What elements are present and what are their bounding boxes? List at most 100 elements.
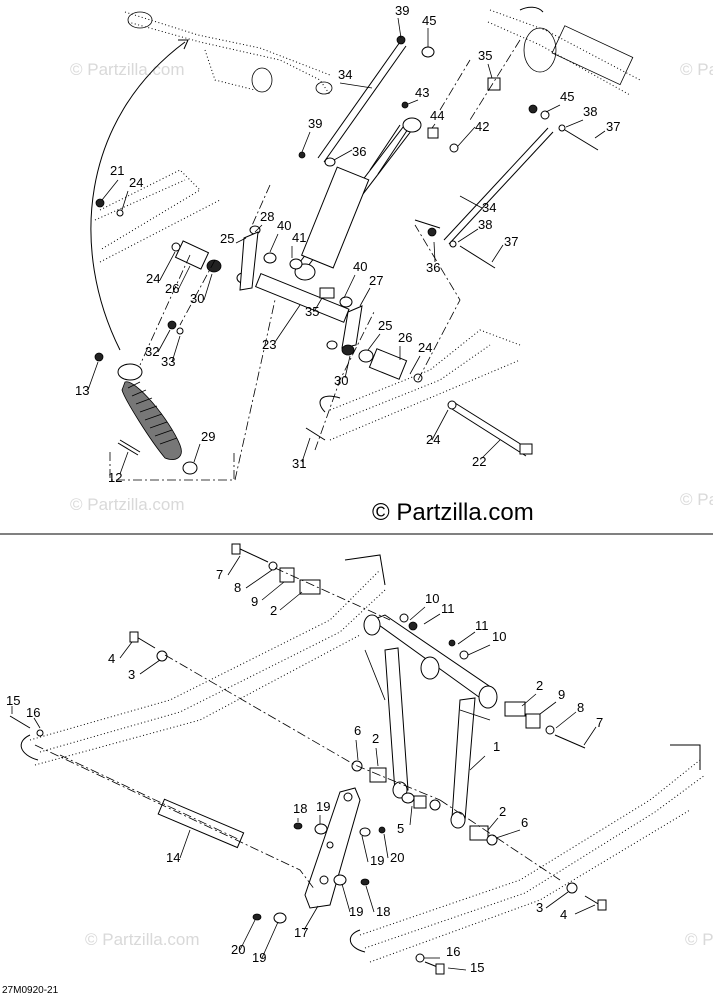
callout-leader-line xyxy=(583,726,597,746)
callout-leader-line xyxy=(261,921,279,959)
callout-leader-line xyxy=(245,569,273,589)
watermarks: © Partzilla.com © Partzilla.com © Partzi… xyxy=(70,60,713,949)
top-callout-43: 43 xyxy=(415,85,429,100)
callout-leader-line xyxy=(594,130,606,139)
bottom-callout-16: 16 xyxy=(26,705,40,720)
callout-leader-line xyxy=(365,885,375,913)
top-callout-29: 29 xyxy=(201,429,215,444)
callout-leader-line xyxy=(179,829,191,859)
top-callout-36: 36 xyxy=(426,260,440,275)
front-arm xyxy=(363,614,498,829)
callout-leader-line xyxy=(431,409,449,441)
top-callout-26: 26 xyxy=(165,281,179,296)
top-callout-35: 35 xyxy=(478,48,492,63)
top-callout-42: 42 xyxy=(475,119,489,134)
callout-leader-line xyxy=(447,967,467,971)
copyright-label: © Partzilla.com xyxy=(372,499,534,526)
bottom-callout-5: 5 xyxy=(397,821,404,836)
bottom-callout-9: 9 xyxy=(558,687,565,702)
top-callout-39: 39 xyxy=(308,116,322,131)
top-callout-33: 33 xyxy=(161,354,175,369)
top-callout-24: 24 xyxy=(426,432,440,447)
bottom-callout-14: 14 xyxy=(166,850,180,865)
top-callout-25: 25 xyxy=(220,231,234,246)
callout-leader-line xyxy=(467,644,491,656)
bottom-callout-17: 17 xyxy=(294,925,308,940)
bottom-callout-6: 6 xyxy=(521,815,528,830)
top-callout-12: 12 xyxy=(108,470,122,485)
callout-leader-line xyxy=(33,717,41,729)
bottom-callout-3: 3 xyxy=(536,900,543,915)
callout-leader-line xyxy=(491,244,504,263)
watermark: © Partzilla.com xyxy=(85,930,200,949)
callout-leader-line xyxy=(333,149,353,161)
callout-leader-line xyxy=(487,817,499,831)
callout-leader-line xyxy=(171,335,181,363)
bottom-callout-9: 9 xyxy=(251,594,258,609)
callout-leader-line xyxy=(203,273,213,301)
callout-leader-line xyxy=(539,701,557,715)
callout-leader-line xyxy=(301,131,311,153)
top-callout-24: 24 xyxy=(418,340,432,355)
callout-leader-line xyxy=(254,224,263,233)
top-callout-45: 45 xyxy=(560,89,574,104)
top-callout-35: 35 xyxy=(305,304,319,319)
callout-leader-line xyxy=(101,179,119,201)
top-callout-34: 34 xyxy=(338,67,352,82)
top-callout-26: 26 xyxy=(398,330,412,345)
callout-leader-line xyxy=(409,805,413,826)
bottom-callout-10: 10 xyxy=(492,629,506,644)
bottom-callout-4: 4 xyxy=(108,651,115,666)
callout-leader-line xyxy=(431,123,436,129)
watermark: © Partzilla.com xyxy=(680,490,713,509)
top-callout-30: 30 xyxy=(334,373,348,388)
callout-leader-line xyxy=(87,361,99,391)
bottom-callout-1: 1 xyxy=(493,739,500,754)
callout-leader-line xyxy=(239,919,256,951)
bottom-assembly-drawing xyxy=(9,543,706,975)
callout-leader-line xyxy=(555,711,577,729)
top-callout-41: 41 xyxy=(292,230,306,245)
callout-leader-line xyxy=(235,237,247,244)
top-callout-40: 40 xyxy=(353,259,367,274)
callout-leader-line xyxy=(303,905,319,931)
callout-leader-line xyxy=(495,829,521,839)
callout-leader-line xyxy=(355,739,359,761)
bottom-callout-7: 7 xyxy=(216,567,223,582)
callout-leader-line xyxy=(457,228,479,243)
bottom-callout-4: 4 xyxy=(560,907,567,922)
callout-leader-line xyxy=(119,641,133,659)
top-callout-38: 38 xyxy=(583,104,597,119)
top-callout-24: 24 xyxy=(146,271,160,286)
bottom-callout-18: 18 xyxy=(293,801,307,816)
callout-leader-line xyxy=(301,437,311,463)
callout-leader-line xyxy=(545,891,569,909)
callout-leader-line xyxy=(339,82,373,89)
callout-leader-line xyxy=(269,233,279,253)
top-callout-38: 38 xyxy=(478,217,492,232)
callout-leader-line xyxy=(574,904,596,915)
callout-leader-line xyxy=(343,274,356,299)
watermark: © Partzilla.com xyxy=(680,60,713,79)
callout-leader-line xyxy=(409,606,426,621)
top-callout-34: 34 xyxy=(482,200,496,215)
bottom-callout-7: 7 xyxy=(596,715,603,730)
top-callout-24: 24 xyxy=(129,175,143,190)
bottom-callout-20: 20 xyxy=(231,942,245,957)
callout-leader-line xyxy=(375,747,379,767)
callout-leader-line xyxy=(545,104,561,113)
callout-leader-line xyxy=(383,833,389,859)
callout-leader-line xyxy=(193,443,201,463)
bottom-callout-19: 19 xyxy=(316,799,330,814)
callout-leader-line xyxy=(361,835,369,863)
bottom-callout-19: 19 xyxy=(349,904,363,919)
top-callout-21: 21 xyxy=(110,163,124,178)
top-callout-31: 31 xyxy=(292,456,306,471)
callout-leader-line xyxy=(274,304,301,343)
top-callout-27: 27 xyxy=(369,273,383,288)
bottom-callout-2: 2 xyxy=(270,603,277,618)
callout-leader-line xyxy=(481,439,501,459)
top-callout-13: 13 xyxy=(75,383,89,398)
